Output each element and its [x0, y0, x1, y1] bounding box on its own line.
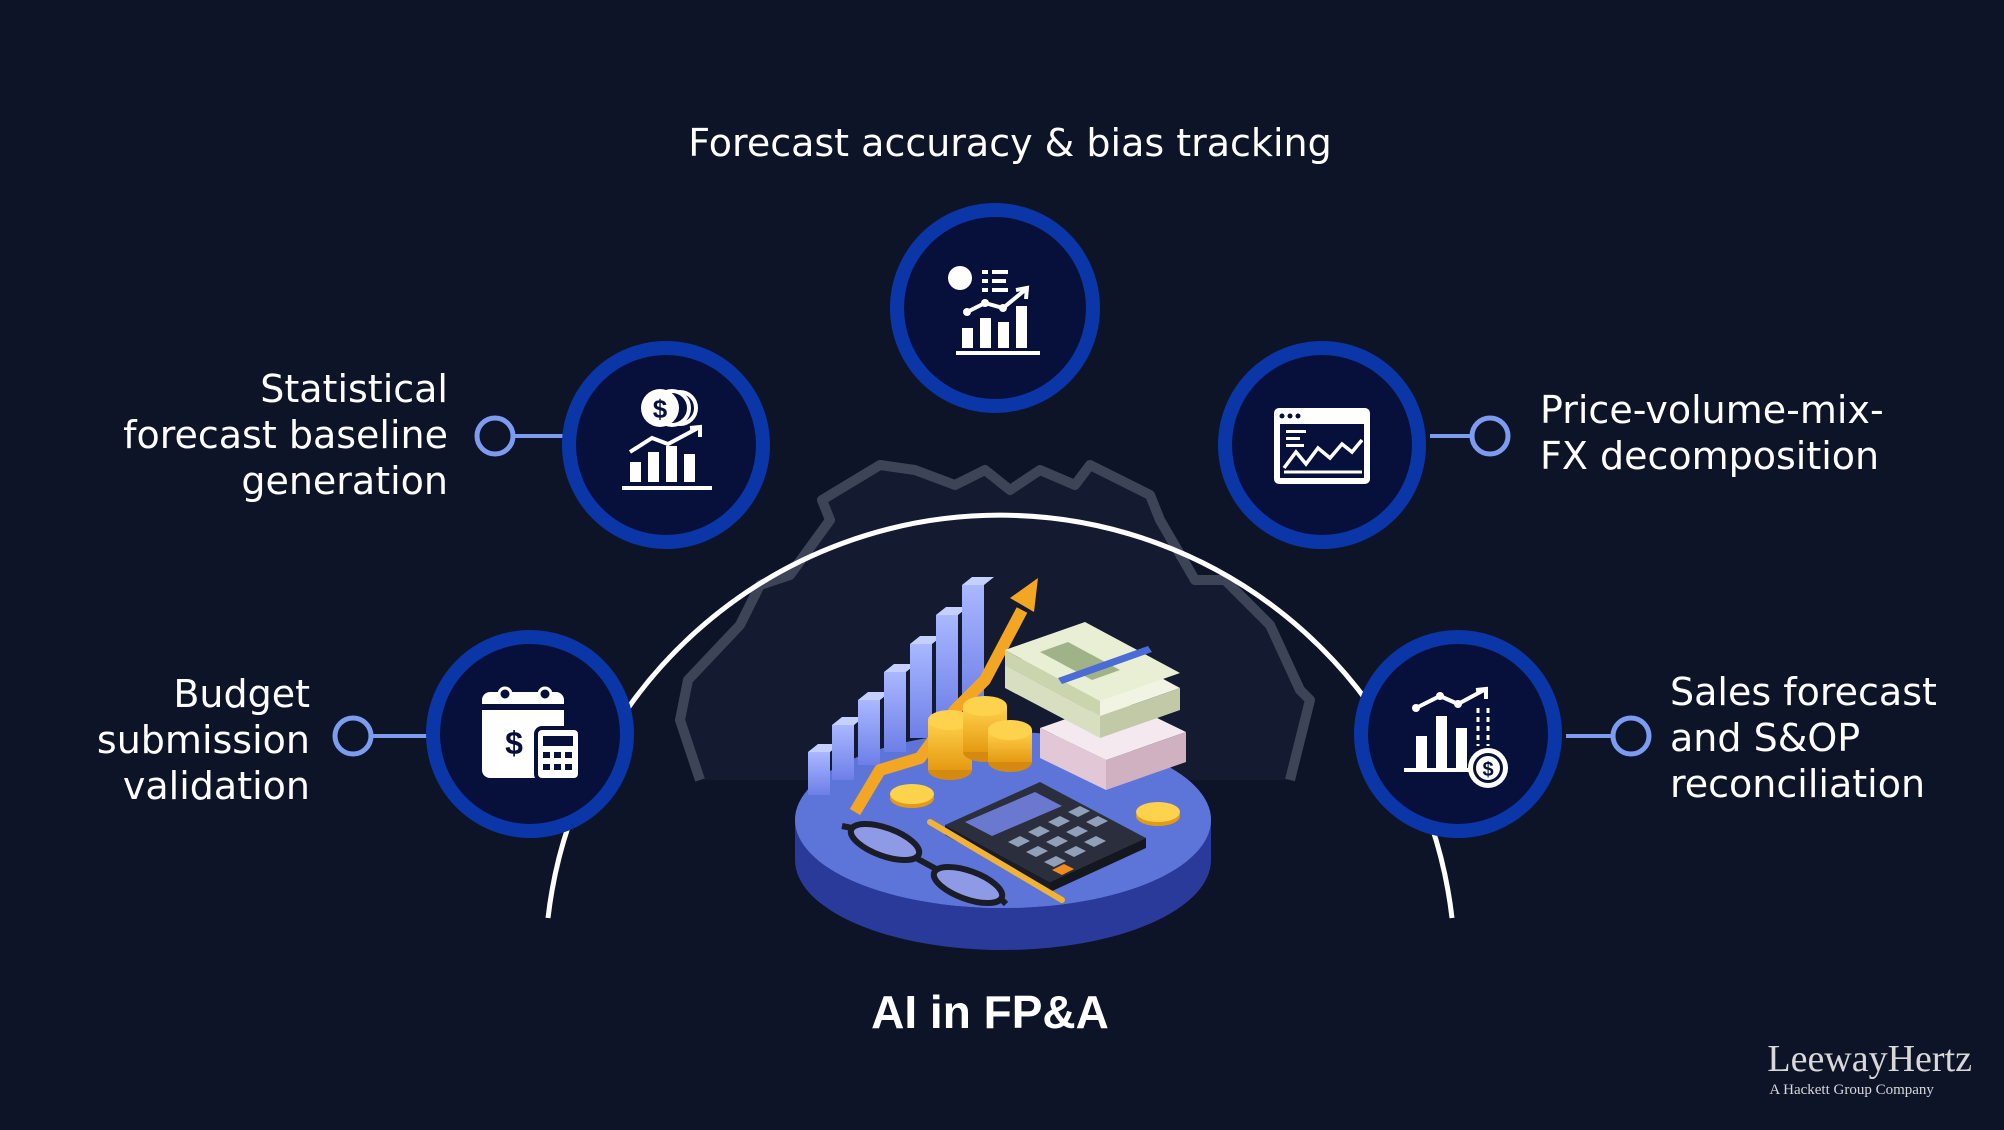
analytics-dashboard-icon	[948, 266, 1040, 355]
finance-illustration	[795, 577, 1211, 950]
bar-chart-dollar-icon: $	[1404, 686, 1508, 788]
node-forecast-accuracy	[890, 203, 1100, 413]
label-budget-validation: Budget submission validation	[60, 671, 310, 809]
label-line: FX decomposition	[1540, 434, 1880, 478]
label-statistical-baseline: Statistical forecast baseline generation	[90, 366, 448, 504]
svg-text:$: $	[505, 725, 523, 761]
label-line: submission	[96, 718, 310, 762]
node-budget-validation: $	[426, 630, 634, 838]
label-line: generation	[241, 459, 448, 503]
label-line: Statistical	[260, 367, 448, 411]
label-pvm-fx: Price-volume-mix- FX decomposition	[1540, 387, 1960, 479]
label-forecast-accuracy: Forecast accuracy & bias tracking	[650, 120, 1370, 166]
label-line: Price-volume-mix-	[1540, 388, 1884, 432]
svg-text:$: $	[653, 394, 668, 424]
node-sales-sop: $	[1354, 630, 1562, 838]
growth-bars	[808, 577, 994, 795]
brand-logo: LeewayHertz A Hackett Group Company	[1767, 1038, 1972, 1100]
glasses	[841, 820, 1009, 907]
label-line: and S&OP	[1670, 716, 1861, 760]
browser-line-chart-icon	[1274, 408, 1370, 484]
label-line: validation	[122, 764, 310, 808]
calendar-calculator-icon: $	[482, 686, 582, 782]
brand-name: LeewayHertz	[1767, 1038, 1972, 1080]
node-pvm-fx	[1218, 341, 1426, 549]
label-sales-sop: Sales forecast and S&OP reconciliation	[1670, 669, 1990, 807]
diagram-title: AI in FP&A	[871, 986, 1109, 1038]
cash-stacks	[1005, 622, 1186, 790]
label-line: Sales forecast	[1670, 670, 1937, 714]
node-statistical-baseline: $	[562, 341, 770, 549]
pencil	[927, 819, 1065, 903]
label-line: Forecast accuracy & bias tracking	[688, 121, 1332, 165]
coins-growth-chart-icon: $	[622, 389, 712, 490]
svg-text:$: $	[1482, 759, 1493, 781]
connectors	[332, 415, 1652, 757]
label-line: Budget	[173, 672, 310, 716]
label-line: forecast baseline	[123, 413, 448, 457]
brand-tagline: A Hackett Group Company	[1769, 1082, 1934, 1098]
gold-coins	[890, 696, 1180, 826]
label-line: reconciliation	[1670, 762, 1926, 806]
